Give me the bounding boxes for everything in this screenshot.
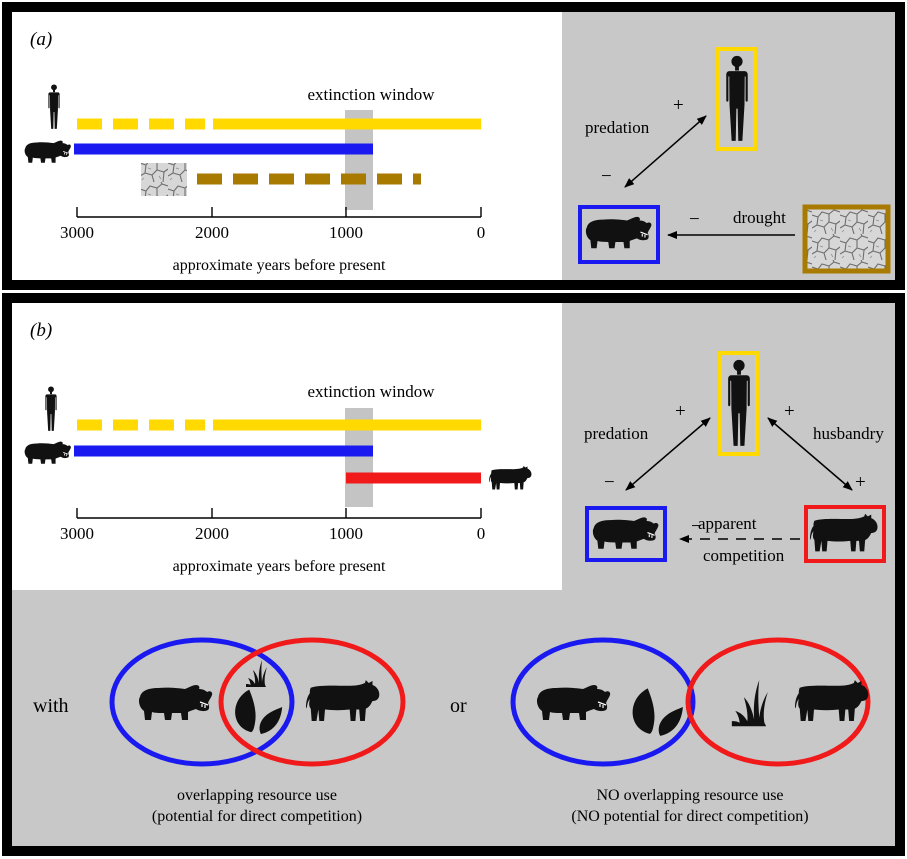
drought-box (802, 204, 891, 274)
extinction-window-label: extinction window (307, 382, 435, 401)
tick-label-0: 0 (477, 524, 486, 543)
resource-use-comparison: with or overlapping resource use (potent… (33, 637, 871, 825)
panel-a-interaction-diagram: predation + − drought − (578, 47, 891, 274)
tick-label-1000: 1000 (329, 223, 363, 242)
drought-label: drought (733, 208, 786, 227)
tick-label-3000: 3000 (60, 524, 94, 543)
predation-arrow (624, 115, 707, 188)
plus-sign: + (673, 95, 684, 116)
minus-sign: − (689, 209, 700, 230)
no-overlap-caption-line-1: NO overlapping resource use (596, 787, 783, 804)
minus-sign: − (691, 516, 702, 537)
panel-b-label: (b) (30, 320, 52, 341)
time-axis: 3000 2000 1000 0 approximate years befor… (60, 207, 485, 274)
human-icon (48, 84, 60, 129)
predation-label: predation (584, 424, 649, 443)
hippo-box (585, 506, 667, 562)
husbandry-arrow (767, 417, 853, 491)
human-icon (45, 386, 57, 431)
axis-title: approximate years before present (173, 257, 386, 274)
cow-icon (489, 465, 532, 490)
panel-a-timeline: extinction window 3000 2000 1000 0 app (24, 84, 485, 274)
overlap-caption-line-1: overlapping resource use (177, 787, 337, 804)
panel-a-frame (2, 2, 905, 290)
dry-soil-icon (141, 163, 187, 196)
minus-sign: − (604, 472, 615, 493)
hippo-resource-ellipse (510, 637, 696, 767)
cattle-resource-ellipse (685, 637, 871, 767)
extinction-window-label: extinction window (307, 85, 435, 104)
panel-a-label: (a) (30, 29, 52, 50)
apparent-label: apparent (698, 514, 757, 533)
plus-sign: + (784, 401, 795, 422)
or-label: or (450, 695, 467, 717)
predation-label: predation (585, 118, 650, 137)
tick-label-2000: 2000 (195, 223, 229, 242)
competition-label: competition (703, 546, 785, 565)
panel-b-interaction-diagram: predation + − husbandry + + apparent com… (584, 351, 886, 565)
plus-sign: + (675, 401, 686, 422)
panel-b: (b) extinction window 3000 2000 (2, 293, 905, 856)
tick-label-2000: 2000 (195, 524, 229, 543)
tick-label-0: 0 (477, 223, 486, 242)
overlap-caption-line-2: (potential for direct competition) (152, 808, 362, 825)
no-overlap-caption-line-2: (NO potential for direct competition) (571, 808, 808, 825)
husbandry-label: husbandry (813, 424, 884, 443)
minus-sign: − (601, 166, 612, 187)
plus-sign: + (855, 472, 866, 493)
predation-arrow (625, 417, 711, 491)
panel-b-timeline: extinction window 3000 2000 1000 0 app (24, 382, 532, 575)
hippo-box (578, 205, 660, 264)
hippo-resource-ellipse (109, 637, 295, 767)
no-overlap-diagram: NO overlapping resource use (NO potentia… (510, 637, 871, 825)
tick-label-1000: 1000 (329, 524, 363, 543)
panel-b-frame (2, 293, 905, 856)
panel-a: (a) extinction window 3000 2000 (2, 2, 905, 290)
hippo-icon (24, 140, 72, 164)
cattle-resource-ellipse (218, 637, 406, 767)
cattle-box (804, 505, 886, 563)
human-box (718, 351, 759, 456)
overlap-diagram: overlapping resource use (potential for … (109, 637, 406, 825)
hippo-icon (24, 441, 72, 465)
time-axis: 3000 2000 1000 0 approximate years befor… (60, 508, 485, 575)
tick-label-3000: 3000 (60, 223, 94, 242)
axis-title: approximate years before present (173, 558, 386, 575)
with-label: with (33, 695, 69, 717)
human-box (716, 47, 757, 151)
